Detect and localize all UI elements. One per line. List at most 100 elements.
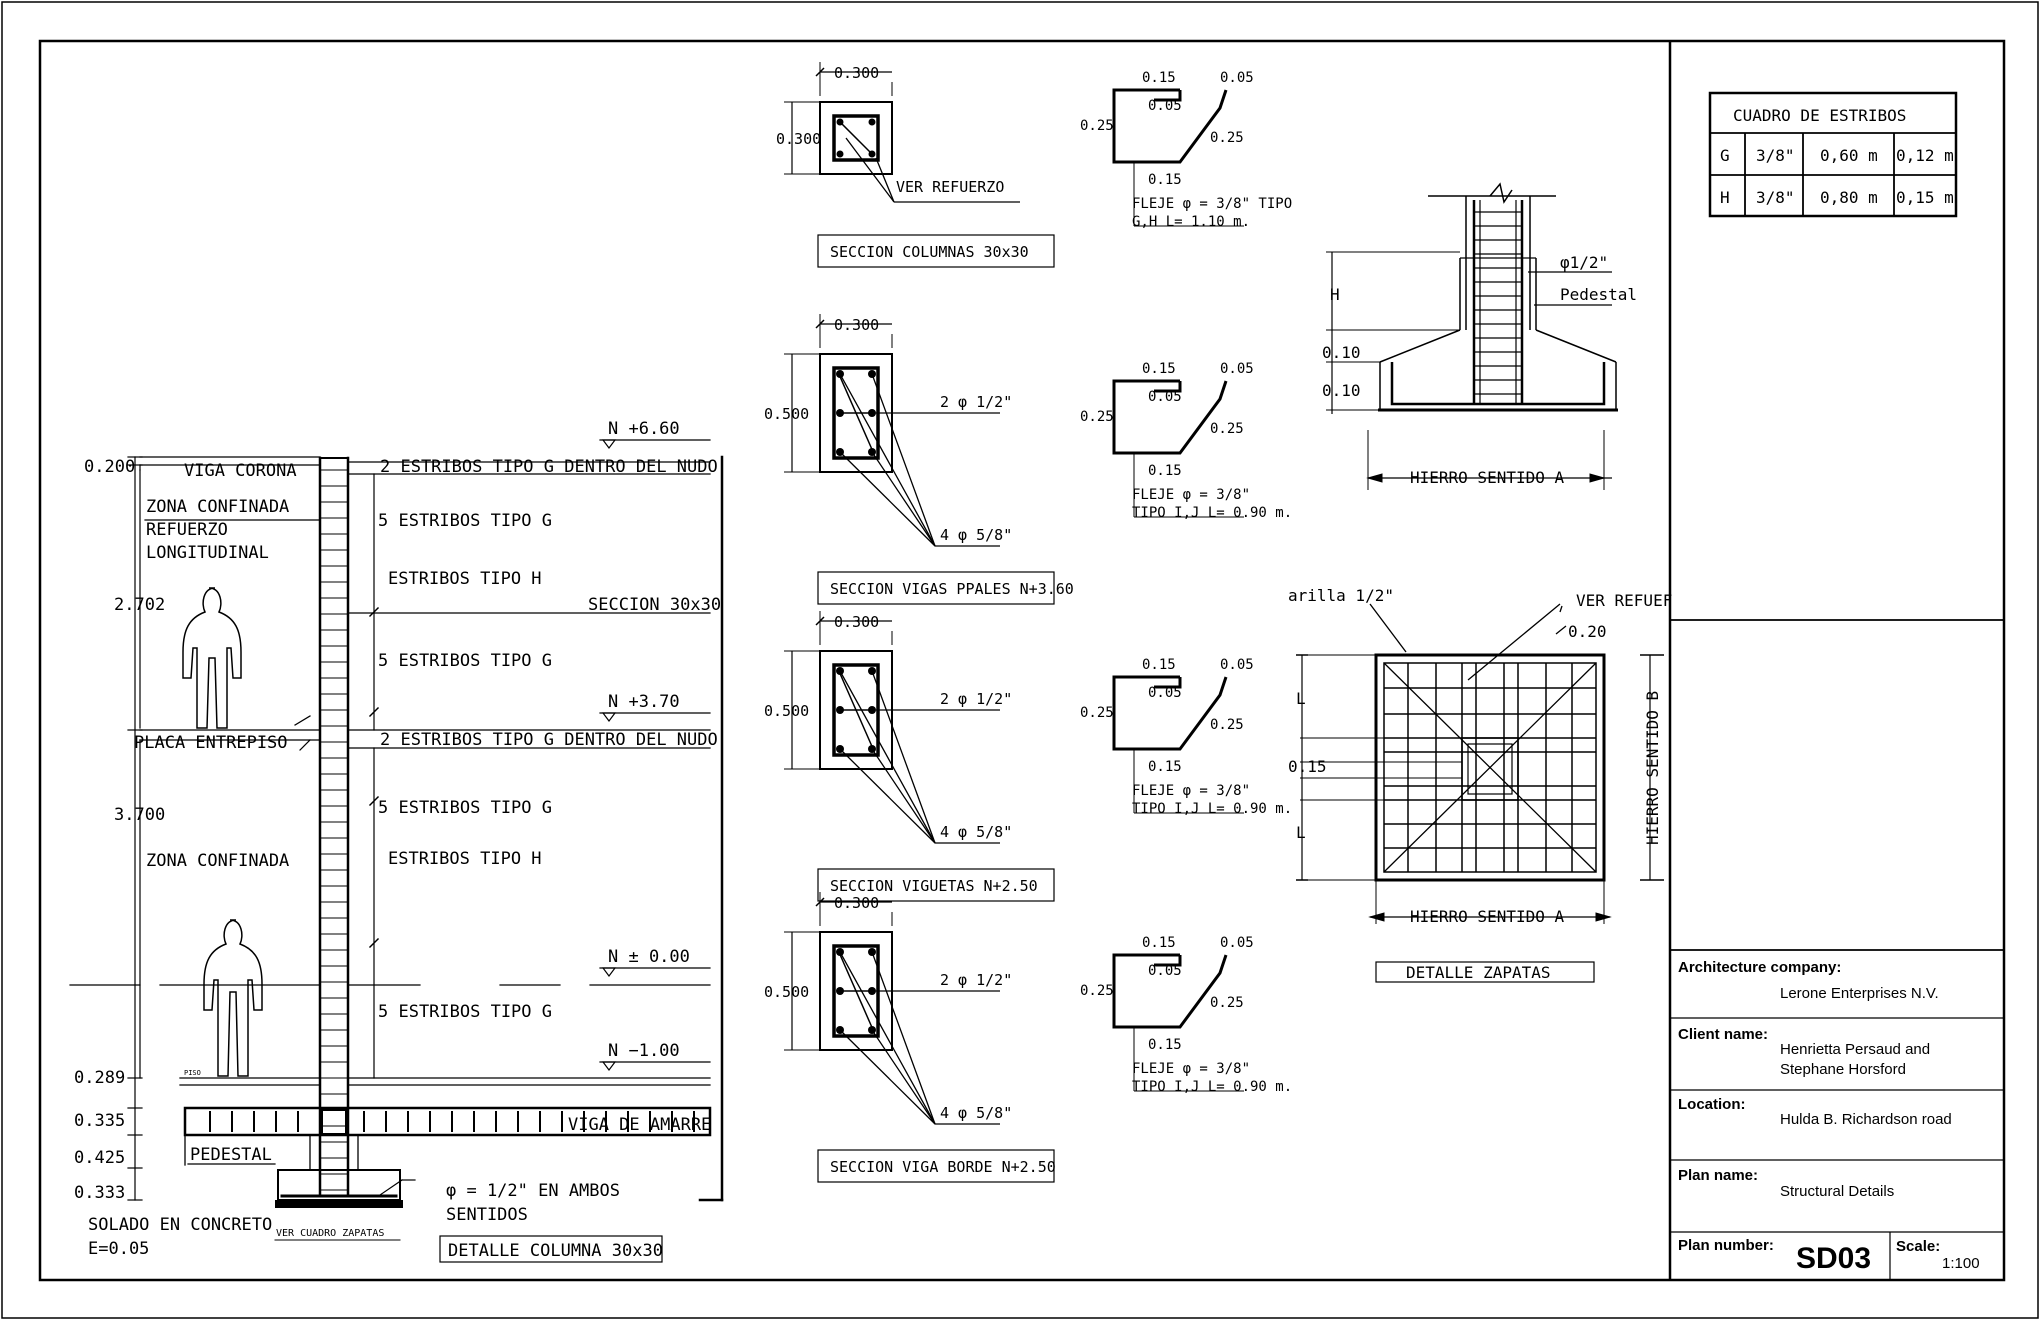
section-note-top: VER REFUERZO (896, 178, 1004, 196)
label-varilla-1: φ = 1/2" EN AMBOS (446, 1181, 620, 1201)
stirrup-dim-side: 0.25 (1080, 705, 1114, 721)
label-longitudinal: LONGITUDINAL (146, 543, 269, 563)
title-block-frame (1668, 41, 2004, 1280)
stirrup-dim-bottom: 0.15 (1148, 1037, 1182, 1053)
plan-number-value: SD03 (1796, 1242, 1871, 1275)
note-h-2: ESTRIBOS TIPO H (388, 849, 542, 869)
human-figure-icon (182, 587, 242, 729)
scale-value: 1:100 (1942, 1255, 1980, 1272)
human-figure-icon (203, 919, 263, 1077)
table-cell: 3/8" (1756, 188, 1795, 207)
footing-pedestal-label: Pedestal (1560, 285, 1637, 304)
label-viga-corona: VIGA CORONA (184, 461, 297, 481)
footing-dim-010b: 0.10 (1322, 381, 1361, 400)
stirrup-dim-inner: 0.05 (1148, 98, 1182, 114)
stirrup-spec-1: FLEJE φ = 3/8" (1132, 487, 1250, 503)
stirrup-spec-2: TIPO I,J L= 0.90 m. (1132, 1079, 1292, 1095)
plan-name-label: Plan name: (1678, 1167, 1758, 1184)
section-title: SECCION VIGAS PPALES N+3.60 (830, 580, 1074, 598)
stirrup-dim-diag: 0.25 (1210, 421, 1244, 437)
label-placa-entrepiso: PLACA ENTREPISO (134, 733, 288, 753)
level-n370: N +3.70 (608, 692, 680, 712)
client-label: Client name: (1678, 1026, 1768, 1043)
section-height-dim: 0.500 (764, 702, 809, 720)
section-note-bottom: 4 φ 5/8" (940, 823, 1012, 841)
footing-varilla: arilla 1/2" (1288, 586, 1394, 605)
stirrup-dim-diag: 0.25 (1210, 130, 1244, 146)
footing-elevation (1326, 182, 1618, 490)
table-cell: 0,60 m (1820, 146, 1878, 165)
client-value-1: Henrietta Persaud and (1780, 1041, 1930, 1058)
stirrup-spec-2: G,H L= 1.10 m. (1132, 214, 1250, 230)
section-title: SECCION COLUMNAS 30x30 (830, 243, 1029, 261)
note-g-4: 5 ESTRIBOS TIPO G (378, 1002, 552, 1022)
footing-hierro-a-1: HIERRO SENTIDO A (1410, 468, 1564, 487)
footing-ver-refuerzo: VER REFUEF (1576, 591, 1672, 610)
company-value: Lerone Enterprises N.V. (1780, 985, 1939, 1002)
section-note-bottom: 4 φ 5/8" (940, 526, 1012, 544)
scale-label: Scale: (1896, 1238, 1940, 1255)
table-cell: 0,15 m (1896, 188, 1954, 207)
footing-dim-015: 0.15 (1288, 757, 1327, 776)
stirrup-spec-1: FLEJE φ = 3/8" (1132, 1061, 1250, 1077)
footing-dim-l2: L (1296, 823, 1306, 842)
table-cell: 3/8" (1756, 146, 1795, 165)
note-nudo-2: 2 ESTRIBOS TIPO G DENTRO DEL NUDO (380, 730, 718, 750)
stirrup-dim-bottom: 0.15 (1148, 172, 1182, 188)
footing-dim-l1: L (1296, 689, 1306, 708)
section-note-bottom: 4 φ 5/8" (940, 1104, 1012, 1122)
column-detail: N +6.60 N +3.70 N ± 0.00 N −1.00 0.200 2… (69, 419, 724, 1263)
stirrup-table-title: CUADRO DE ESTRIBOS (1733, 106, 1906, 125)
section-title: SECCION VIGUETAS N+2.50 (830, 877, 1038, 895)
stirrup-dim-hook: 0.05 (1220, 70, 1254, 86)
stirrup-dim-hook: 0.05 (1220, 657, 1254, 673)
footing-plan (1296, 603, 1664, 983)
level-n660: N +6.60 (608, 419, 680, 439)
level-n100: N −1.00 (608, 1041, 680, 1061)
note-nudo-1: 2 ESTRIBOS TIPO G DENTRO DEL NUDO (380, 457, 718, 477)
section-title: SECCION VIGA BORDE N+2.50 (830, 1158, 1056, 1176)
label-refuerzo: REFUERZO (146, 520, 228, 540)
label-espesor: E=0.05 (88, 1239, 149, 1259)
stirrup-dim-hook: 0.05 (1220, 935, 1254, 951)
location-label: Location: (1678, 1096, 1746, 1113)
stirrup-dim-inner: 0.05 (1148, 685, 1182, 701)
stirrup-dim-top: 0.15 (1142, 70, 1176, 86)
plan-name-value: Structural Details (1780, 1183, 1894, 1200)
stirrup-dim-side: 0.25 (1080, 409, 1114, 425)
stirrup-dim-top: 0.15 (1142, 935, 1176, 951)
footing-hierro-a-2: HIERRO SENTIDO A (1410, 907, 1564, 926)
stirrup-dim-hook: 0.05 (1220, 361, 1254, 377)
table-cell: 0,80 m (1820, 188, 1878, 207)
table-cell: G (1720, 146, 1730, 165)
section-4: 0.300 0.500 2 φ 1/2" 4 φ 5/8" SECCION VIGA B… (764, 892, 1056, 1183)
section-height-dim: 0.500 (764, 983, 809, 1001)
table-cell: H (1720, 188, 1730, 207)
section-note-top: 2 φ 1/2" (940, 690, 1012, 708)
level-n000: N ± 0.00 (608, 947, 690, 967)
label-viga-amarre: VIGA DE AMARRE (568, 1115, 711, 1135)
label-pedestal: PEDESTAL (190, 1145, 272, 1165)
footing-dim-020: 0.20 (1568, 622, 1607, 641)
section-width-dim: 0.300 (834, 894, 879, 912)
stirrup-dim-bottom: 0.15 (1148, 463, 1182, 479)
section-width-dim: 0.300 (834, 64, 879, 82)
dim-0335: 0.335 (74, 1111, 125, 1131)
title-block: Architecture company: Lerone Enterprises… (1678, 959, 1980, 1275)
section-note-top: 2 φ 1/2" (940, 971, 1012, 989)
stirrup-dim-side: 0.25 (1080, 983, 1114, 999)
company-label: Architecture company: (1678, 959, 1841, 976)
dim-0200: 0.200 (84, 457, 135, 477)
stirrup-dim-inner: 0.05 (1148, 389, 1182, 405)
dim-0289: 0.289 (74, 1068, 125, 1088)
dim-0425: 0.425 (74, 1148, 125, 1168)
stirrup-dim-bottom: 0.15 (1148, 759, 1182, 775)
